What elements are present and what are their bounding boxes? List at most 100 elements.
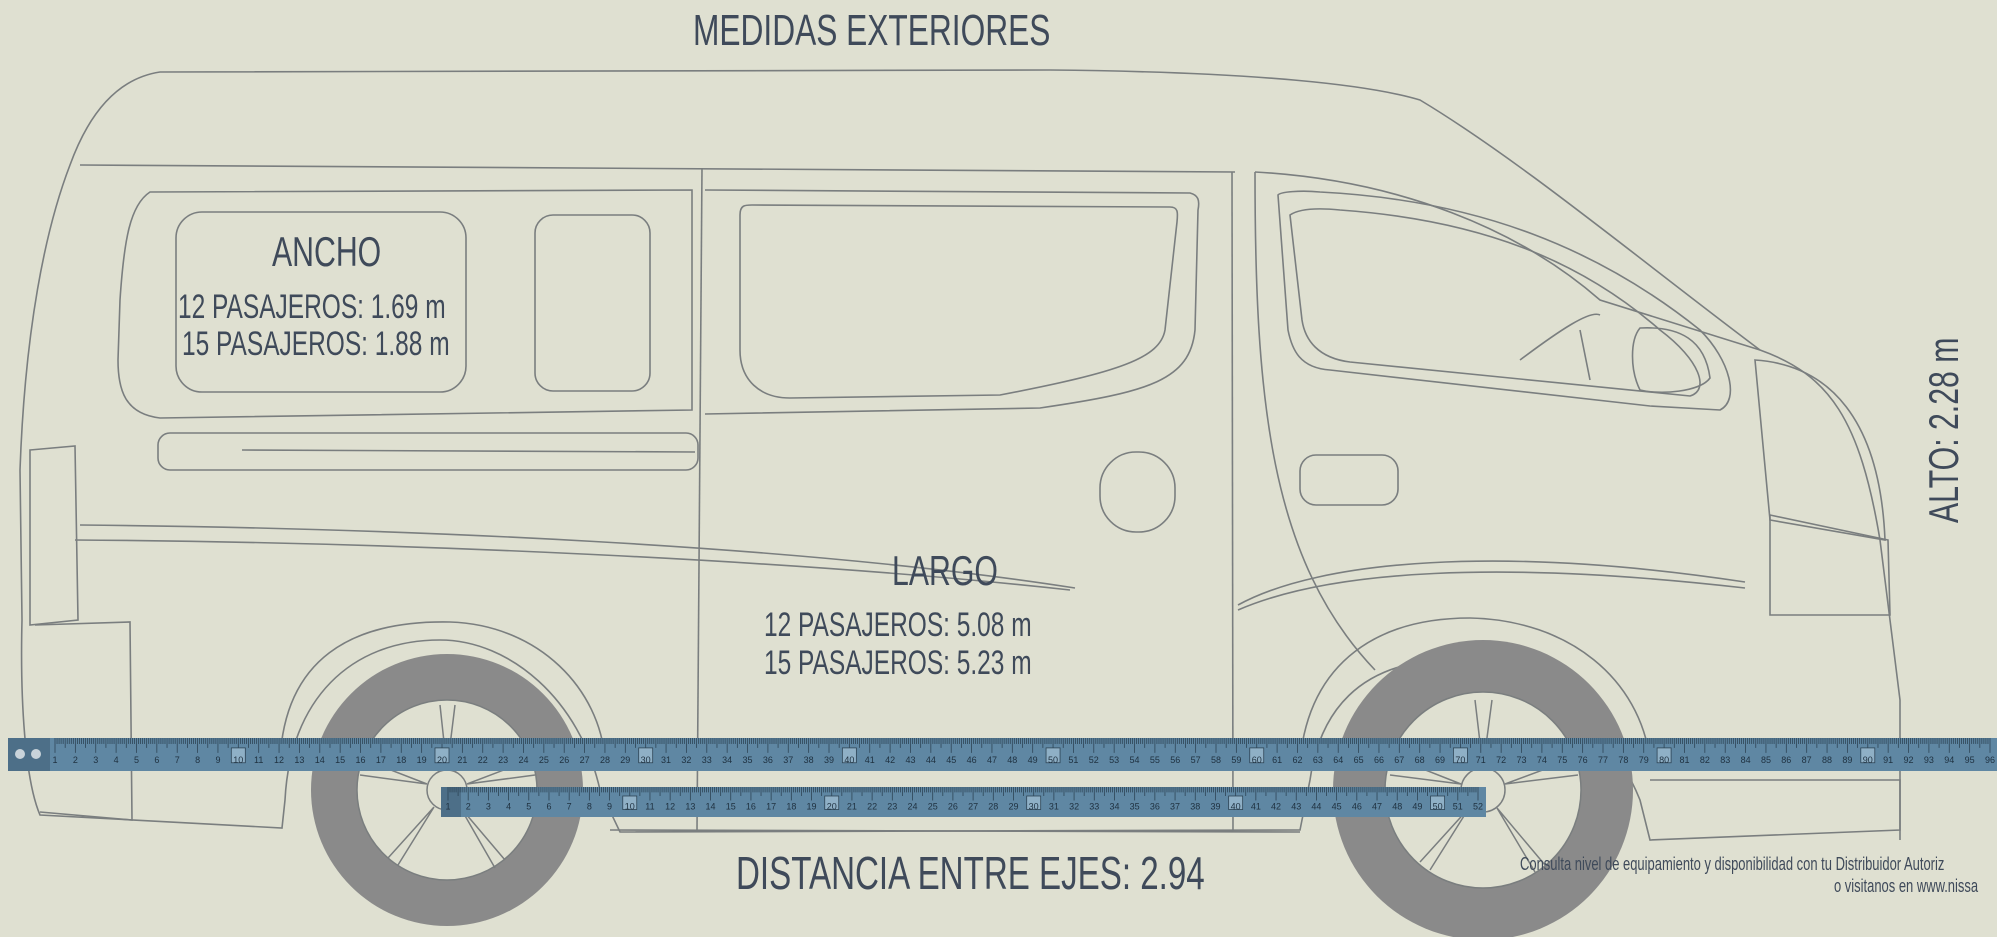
front-bumper: [1650, 779, 1901, 840]
body-crease-2: [74, 539, 1071, 591]
tape-short-number: 15: [726, 802, 736, 812]
tape-long-number: 35: [743, 755, 753, 765]
tape-short-number: 12: [665, 802, 675, 812]
tape-long-number: 51: [1068, 755, 1078, 765]
tape-short-decade-marker: [1026, 795, 1042, 810]
tape-short-number: 51: [1453, 802, 1463, 812]
tape-long-number: 23: [498, 755, 508, 765]
tape-short-number: 17: [766, 802, 776, 812]
tape-long-number: 90: [1863, 755, 1873, 765]
roof-front-edge: [1254, 171, 1761, 351]
distancia-entre-ejes-label: DISTANCIA ENTRE EJES: 2.94: [736, 847, 1205, 899]
tape-short-end: [441, 787, 461, 817]
tape-long-number: 47: [987, 755, 997, 765]
tape-long-number: 96: [1985, 755, 1995, 765]
front-lamp-area: [1754, 359, 1886, 541]
tape-long-number: 19: [417, 755, 427, 765]
tape-long-number: 85: [1761, 755, 1771, 765]
sliding-door-front-edge: [1231, 171, 1234, 831]
tape-long-number: 42: [885, 755, 895, 765]
mirror: [1631, 327, 1711, 394]
ancho-label: ANCHO: [272, 228, 382, 275]
tape-long-number: 78: [1618, 755, 1628, 765]
tape-long-number: 5: [134, 755, 139, 765]
tape-short-decade-marker: [622, 795, 638, 810]
tape-short-decade-marker: [1228, 795, 1244, 810]
tape-long-number: 55: [1150, 755, 1160, 765]
tape-short-number: 31: [1049, 802, 1059, 812]
tape-long-number: 16: [356, 755, 366, 765]
tape-long-number: 10: [233, 755, 243, 765]
tape-short-number: 16: [746, 802, 756, 812]
tape-short-number: 49: [1412, 802, 1422, 812]
tape-long-number: 8: [195, 755, 200, 765]
tape-long-decade-marker: [1045, 747, 1061, 764]
tape-long-number: 13: [294, 755, 304, 765]
tape-long-number: 20: [437, 755, 447, 765]
tape-long-number: 50: [1048, 755, 1058, 765]
tape-long-number: 31: [661, 755, 671, 765]
tape-long-number: 39: [824, 755, 834, 765]
tape-long-decade-marker: [841, 747, 857, 764]
tape-short-body: [441, 787, 1486, 817]
tape-long-number: 75: [1557, 755, 1567, 765]
tape-short-number: 28: [988, 802, 998, 812]
tape-long-number: 71: [1476, 755, 1486, 765]
tape-long-number: 93: [1924, 755, 1934, 765]
tape-long-number: 84: [1741, 755, 1751, 765]
tape-long-number: 37: [783, 755, 793, 765]
tape-short-number: 41: [1251, 802, 1261, 812]
b-pillar-rear: [1254, 171, 1376, 671]
tape-long-number: 15: [335, 755, 345, 765]
tape-long-number: 87: [1802, 755, 1812, 765]
tape-long-number: 61: [1272, 755, 1282, 765]
tape-short-decade-marker: [1430, 795, 1446, 810]
tape-short-number: 14: [706, 802, 716, 812]
front-window: [1289, 208, 1701, 397]
tape-long-number: 64: [1333, 755, 1343, 765]
tape-long-number: 92: [1904, 755, 1914, 765]
tape-long-number: 24: [518, 755, 528, 765]
tape-long-number: 63: [1313, 755, 1323, 765]
tape-long-number: 48: [1007, 755, 1017, 765]
tape-long-number: 21: [457, 755, 467, 765]
tape-short-decade-marker: [824, 795, 840, 810]
tape-long-number: 25: [539, 755, 549, 765]
tape-long-number: 7: [175, 755, 180, 765]
tape-short-number: 2: [466, 802, 471, 812]
tape-short-number: 9: [607, 802, 612, 812]
tape-short-number: 19: [807, 802, 817, 812]
roof-line: [79, 164, 1236, 173]
tape-short-number: 23: [887, 802, 897, 812]
tape-long-decade-marker: [1249, 747, 1265, 764]
tape-long-number: 89: [1842, 755, 1852, 765]
tape-long-number: 40: [844, 755, 854, 765]
tape-long-number: 66: [1374, 755, 1384, 765]
tape-long-number: 77: [1598, 755, 1608, 765]
tape-long-number: 79: [1639, 755, 1649, 765]
tape-short-number: 8: [587, 802, 592, 812]
tape-short-number: 43: [1291, 802, 1301, 812]
tape-long-number: 36: [763, 755, 773, 765]
tape-long-number: 82: [1700, 755, 1710, 765]
tape-long-number: 59: [1231, 755, 1241, 765]
tape-long-number: 57: [1191, 755, 1201, 765]
tape-short-number: 10: [625, 802, 635, 812]
tape-long-number: 56: [1170, 755, 1180, 765]
rear-lamp: [29, 445, 79, 626]
tape-long-number: 76: [1578, 755, 1588, 765]
tape-short-number: 34: [1109, 802, 1119, 812]
front-grille: [1769, 514, 1891, 616]
tape-long-number: 68: [1415, 755, 1425, 765]
front-crease-2: [1237, 571, 1746, 611]
tape-short-number: 4: [506, 802, 511, 812]
rear-window-2: [534, 214, 651, 392]
tape-short-number: 29: [1008, 802, 1018, 812]
tape-long-number: 6: [154, 755, 159, 765]
tape-long-decade-marker: [638, 747, 654, 764]
footnote-line-1: Consulta nivel de equipamiento y disponi…: [1520, 854, 1945, 874]
tape-long-number: 62: [1292, 755, 1302, 765]
tape-long-number: 73: [1517, 755, 1527, 765]
tape-short-number: 40: [1231, 802, 1241, 812]
tape-long-number: 69: [1435, 755, 1445, 765]
